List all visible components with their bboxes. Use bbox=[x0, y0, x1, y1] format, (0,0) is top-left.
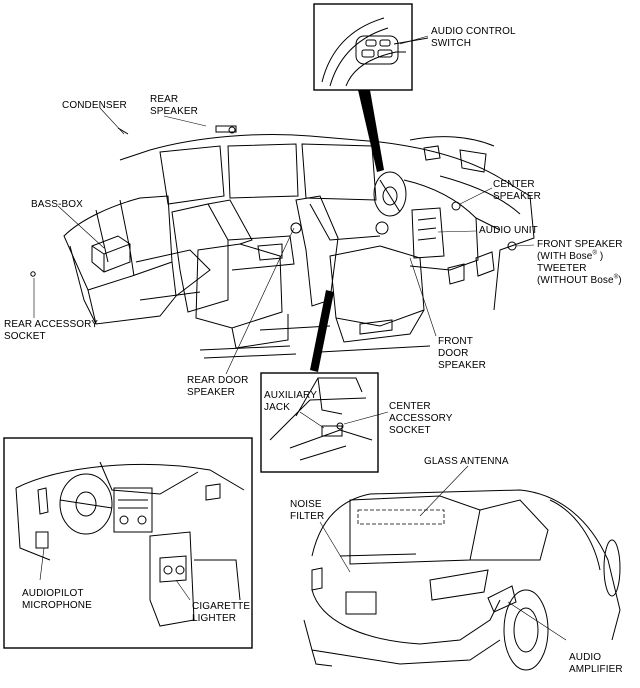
vehicle-interior-drawing bbox=[30, 125, 535, 359]
bose-mark: ® bbox=[592, 250, 597, 257]
label-condenser: CONDENSER bbox=[62, 100, 127, 111]
label-audio-amplifier: AUDIO AMPLIFIER bbox=[569, 652, 623, 675]
label-audio-control-switch: AUDIO CONTROL SWITCH bbox=[431, 26, 516, 49]
console-inset bbox=[260, 372, 389, 473]
label-front-speaker-tweeter: FRONT SPEAKER (WITH Bose® ) TWEETER (WIT… bbox=[537, 239, 623, 286]
inset-pointer-top bbox=[358, 90, 384, 172]
label-audiopilot-microphone: AUDIOPILOT MICROPHONE bbox=[22, 588, 92, 611]
label-auxiliary-jack: AUXILIARY JACK bbox=[264, 390, 317, 413]
leader-lines bbox=[33, 35, 535, 375]
bose-mark: ® bbox=[613, 274, 619, 281]
label-rear-speaker: REAR SPEAKER bbox=[150, 94, 198, 117]
label-rear-door-speaker: REAR DOOR SPEAKER bbox=[187, 375, 249, 398]
vehicle-rear-exterior bbox=[303, 465, 621, 671]
label-rear-accessory-socket: REAR ACCESSORY SOCKET bbox=[4, 319, 99, 342]
label-noise-filter: NOISE FILTER bbox=[290, 499, 325, 522]
label-center-speaker: CENTER SPEAKER bbox=[493, 179, 541, 202]
label-front-door-speaker: FRONT DOOR SPEAKER bbox=[438, 336, 486, 371]
label-cigarette-lighter: CIGARETTE LIGHTER bbox=[192, 601, 251, 624]
audio-control-switch-inset bbox=[313, 3, 429, 91]
label-audio-unit: AUDIO UNIT bbox=[479, 225, 538, 236]
label-center-accessory-socket: CENTER ACCESSORY SOCKET bbox=[389, 401, 453, 436]
inset-pointer-console bbox=[310, 290, 334, 372]
label-glass-antenna: GLASS ANTENNA bbox=[424, 456, 509, 467]
dashboard-inset bbox=[3, 437, 253, 649]
label-bass-box: BASS-BOX bbox=[31, 199, 83, 210]
